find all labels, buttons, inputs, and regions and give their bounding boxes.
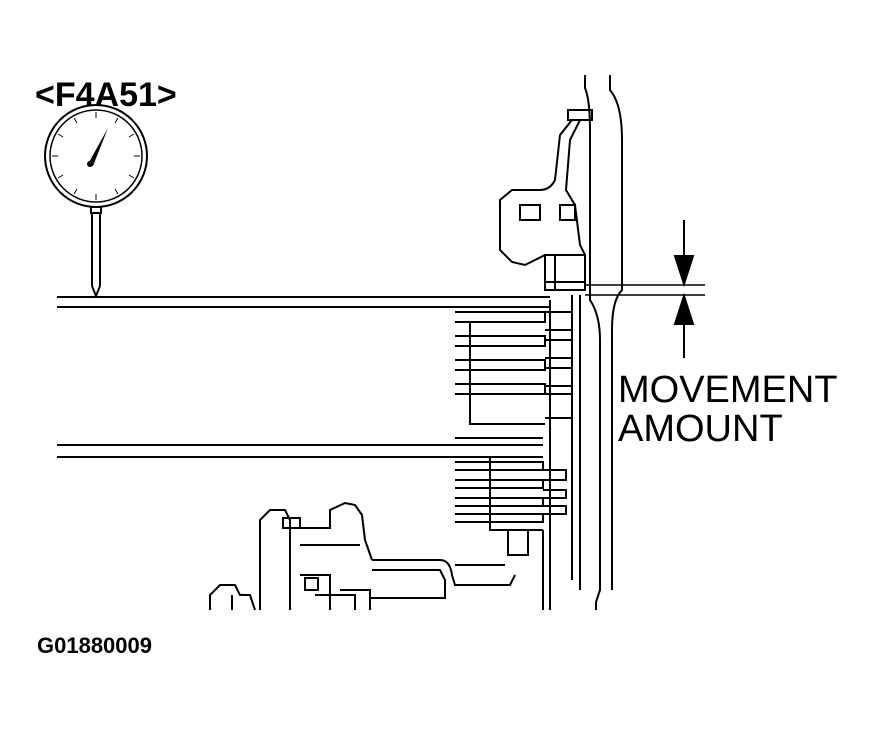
movement-label-line2: AMOUNT bbox=[618, 408, 783, 450]
clutch-housing-drawing bbox=[57, 75, 623, 611]
movement-reference-lines bbox=[585, 284, 705, 296]
model-label: <F4A51> bbox=[35, 76, 177, 114]
figure-code: G01880009 bbox=[37, 633, 152, 658]
arrow-icon bbox=[673, 220, 695, 358]
dial-indicator-icon bbox=[44, 104, 148, 299]
movement-label-line1: MOVEMENT bbox=[618, 369, 838, 411]
